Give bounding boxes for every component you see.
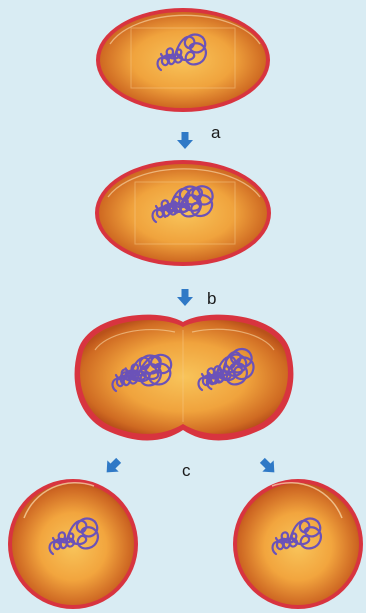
step-label-a: a <box>211 124 220 141</box>
daughter-cell-left <box>8 479 138 609</box>
arrow-c-right-icon <box>257 455 280 478</box>
step-label-c: c <box>182 462 191 479</box>
arrow-a-icon <box>177 132 193 149</box>
cell-stage-3-dividing <box>75 315 294 441</box>
arrow-c-left-icon <box>101 455 124 478</box>
cell-stage-1 <box>96 8 270 112</box>
daughter-cell-right <box>233 479 363 609</box>
arrow-b-icon <box>177 289 193 306</box>
cell-stage-2 <box>95 160 271 266</box>
step-label-b: b <box>207 290 216 307</box>
